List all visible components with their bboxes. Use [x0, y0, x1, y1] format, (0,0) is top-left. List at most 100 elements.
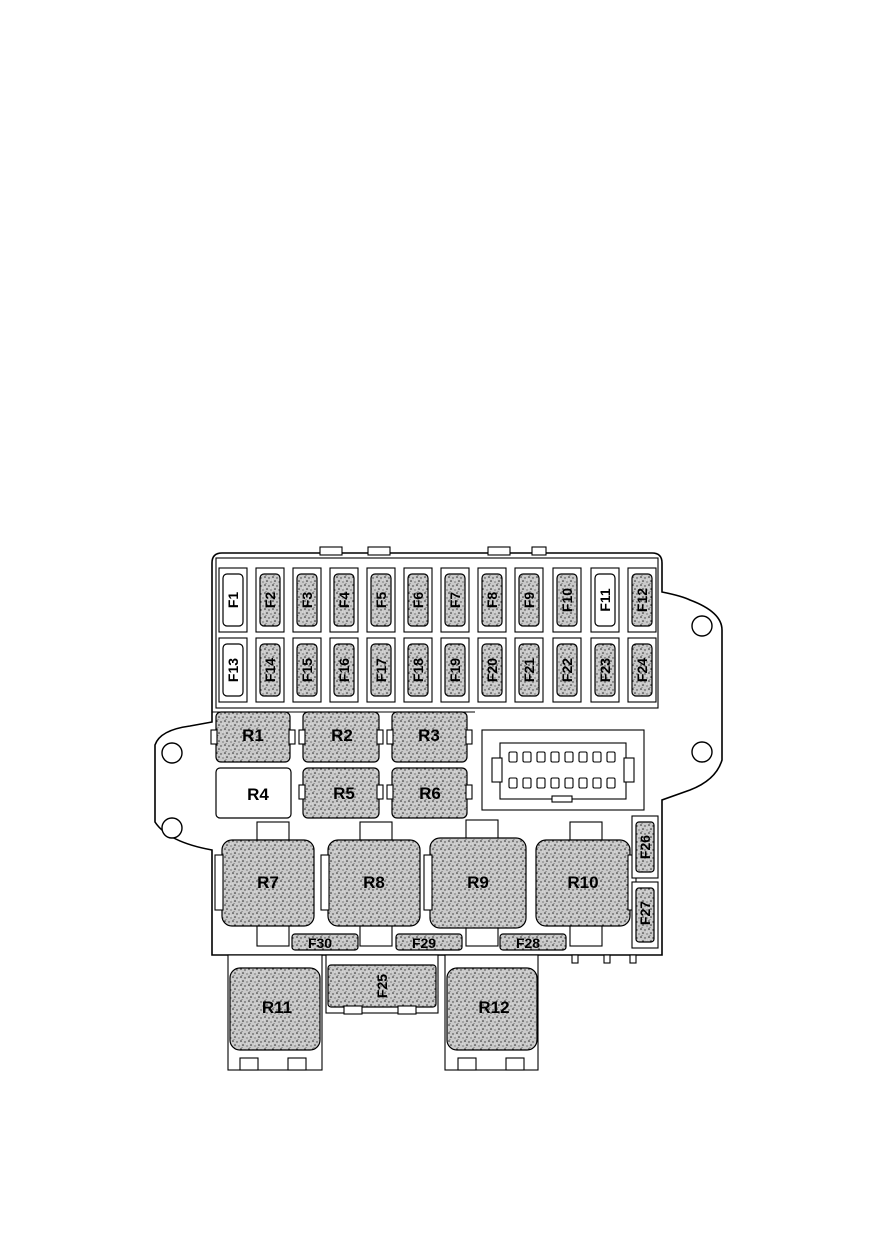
fuse-label-F10: F10 — [559, 588, 575, 612]
fuse-F18: F18 — [403, 637, 433, 703]
fuse-F25: F25 — [325, 954, 439, 1015]
connector-pin — [508, 777, 518, 789]
relay-label-R8: R8 — [363, 873, 385, 892]
fuse-F23: F23 — [590, 637, 620, 703]
fuse-label-F2: F2 — [262, 592, 278, 609]
relay-label-R10: R10 — [567, 873, 598, 892]
fuse-label-F11: F11 — [597, 588, 613, 612]
relay-R3: R3 — [386, 711, 473, 763]
fuse-label-F21: F21 — [521, 658, 537, 682]
connector-pin — [606, 777, 616, 789]
fuse-label-F29: F29 — [412, 935, 436, 951]
mounting-hole-left-top — [161, 742, 183, 764]
fuse-F27: F27 — [631, 881, 659, 949]
fuse-label-F25: F25 — [374, 974, 390, 998]
relay-label-R9: R9 — [467, 873, 489, 892]
fuse-F7: F7 — [440, 567, 470, 633]
fuse-label-F30: F30 — [308, 935, 332, 951]
connector-pin — [564, 777, 574, 789]
connector-pin — [578, 751, 588, 763]
fuse-label-F16: F16 — [336, 658, 352, 682]
fuse-label-F7: F7 — [447, 592, 463, 609]
fuse-F29: F29 — [395, 933, 463, 951]
fuse-label-F19: F19 — [447, 658, 463, 682]
connector-pin — [508, 751, 518, 763]
relay-R4: R4 — [215, 767, 292, 819]
relay-R8: R8 — [320, 821, 421, 947]
fuse-F11: F11 — [590, 567, 620, 633]
fuse-F13: F13 — [218, 637, 248, 703]
relay-label-R7: R7 — [257, 873, 279, 892]
fuse-label-F6: F6 — [410, 592, 426, 609]
fuse-label-F20: F20 — [484, 658, 500, 682]
mounting-hole-right-bottom — [691, 741, 713, 763]
connector-pin — [522, 751, 532, 763]
relay-R6: R6 — [386, 767, 473, 819]
bottom-ribs — [571, 954, 637, 964]
fuse-F28: F28 — [499, 933, 567, 951]
fuse-F30: F30 — [291, 933, 359, 951]
fuse-label-F9: F9 — [521, 592, 537, 609]
fuse-F24: F24 — [627, 637, 657, 703]
relay-label-R5: R5 — [333, 784, 355, 803]
fuse-label-F8: F8 — [484, 592, 500, 609]
fuse-label-F12: F12 — [634, 588, 650, 612]
fuse-F14: F14 — [255, 637, 285, 703]
fuse-F26: F26 — [631, 815, 659, 879]
fuse-label-F18: F18 — [410, 658, 426, 682]
relay-R5: R5 — [298, 767, 384, 819]
mounting-hole-left-bottom — [161, 817, 183, 839]
relay-R9: R9 — [423, 819, 527, 947]
fuse-F19: F19 — [440, 637, 470, 703]
fuse-F9: F9 — [514, 567, 544, 633]
fuse-label-F24: F24 — [634, 658, 650, 682]
fuse-F16: F16 — [329, 637, 359, 703]
fuse-F12: F12 — [627, 567, 657, 633]
fuse-F5: F5 — [366, 567, 396, 633]
connector-pin — [536, 777, 546, 789]
fuse-label-F28: F28 — [516, 935, 540, 951]
fuse-F15: F15 — [292, 637, 322, 703]
fuse-panel-frame — [215, 557, 659, 709]
relay-R11: R11 — [227, 954, 323, 1071]
fuse-F17: F17 — [366, 637, 396, 703]
connector-pin — [578, 777, 588, 789]
fuse-F4: F4 — [329, 567, 359, 633]
relay-label-R11: R11 — [262, 998, 292, 1017]
connector-pin — [522, 777, 532, 789]
relay-label-R3: R3 — [418, 726, 440, 745]
fuse-F3: F3 — [292, 567, 322, 633]
fuse-F21: F21 — [514, 637, 544, 703]
connector-pin — [592, 751, 602, 763]
fuse-F2: F2 — [255, 567, 285, 633]
fuse-row-bottom: F13 F14 F15 F16 F17 F18 F19 F20 F21 F22 F23 F24 — [218, 637, 657, 703]
fuse-label-F4: F4 — [336, 592, 352, 609]
connector-pin — [550, 777, 560, 789]
top-ribs — [319, 546, 547, 556]
fuse-label-F15: F15 — [299, 658, 315, 682]
relay-R2: R2 — [298, 711, 384, 763]
relay-label-R1: R1 — [242, 726, 264, 745]
fuse-F10: F10 — [552, 567, 582, 633]
fuse-label-F23: F23 — [597, 658, 613, 682]
fuse-F22: F22 — [552, 637, 582, 703]
fuse-label-F13: F13 — [225, 658, 241, 682]
connector-socket — [481, 729, 645, 811]
fuse-label-F26: F26 — [637, 835, 653, 859]
fuse-F1: F1 — [218, 567, 248, 633]
relay-label-R2: R2 — [331, 726, 353, 745]
relay-label-R4: R4 — [247, 785, 269, 804]
fuse-F6: F6 — [403, 567, 433, 633]
fuse-row-top: F1 F2 F3 F4 F5 F6 F7 F8 F9 F10 F11 F12 — [218, 567, 657, 633]
fuse-label-F3: F3 — [299, 592, 315, 609]
fuse-label-F5: F5 — [373, 592, 389, 609]
fuse-F20: F20 — [477, 637, 507, 703]
fuse-label-F17: F17 — [373, 658, 389, 682]
fuse-label-F1: F1 — [225, 592, 241, 609]
relay-R1: R1 — [210, 711, 296, 763]
connector-pin — [606, 751, 616, 763]
relay-label-R12: R12 — [478, 998, 509, 1017]
connector-pin — [550, 751, 560, 763]
relay-R7: R7 — [214, 821, 315, 947]
